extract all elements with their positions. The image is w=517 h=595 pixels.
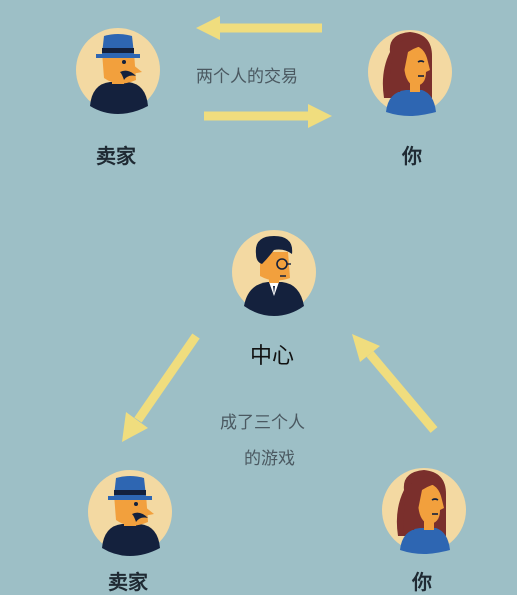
- you-avatar-top: [367, 29, 453, 117]
- bottom-caption-line2: 的游戏: [244, 449, 295, 469]
- you-label-top: 你: [402, 144, 422, 168]
- seller-label-top: 卖家: [96, 144, 136, 168]
- you-label-bottom: 你: [412, 570, 432, 594]
- seller-avatar-bottom: [88, 470, 172, 556]
- arrow-you-to-center: [352, 334, 438, 433]
- seller-label-bottom: 卖家: [108, 570, 148, 594]
- top-arrow-right: [204, 104, 332, 128]
- top-caption: 两个人的交易: [196, 67, 298, 87]
- top-arrow-left: [196, 16, 322, 40]
- center-label: 中心: [250, 344, 295, 369]
- bottom-caption-line1: 成了三个人: [220, 413, 305, 433]
- arrow-center-to-seller: [122, 333, 200, 442]
- center-avatar: [231, 229, 317, 317]
- you-avatar-bottom: [381, 467, 467, 555]
- seller-avatar-top: [76, 28, 160, 114]
